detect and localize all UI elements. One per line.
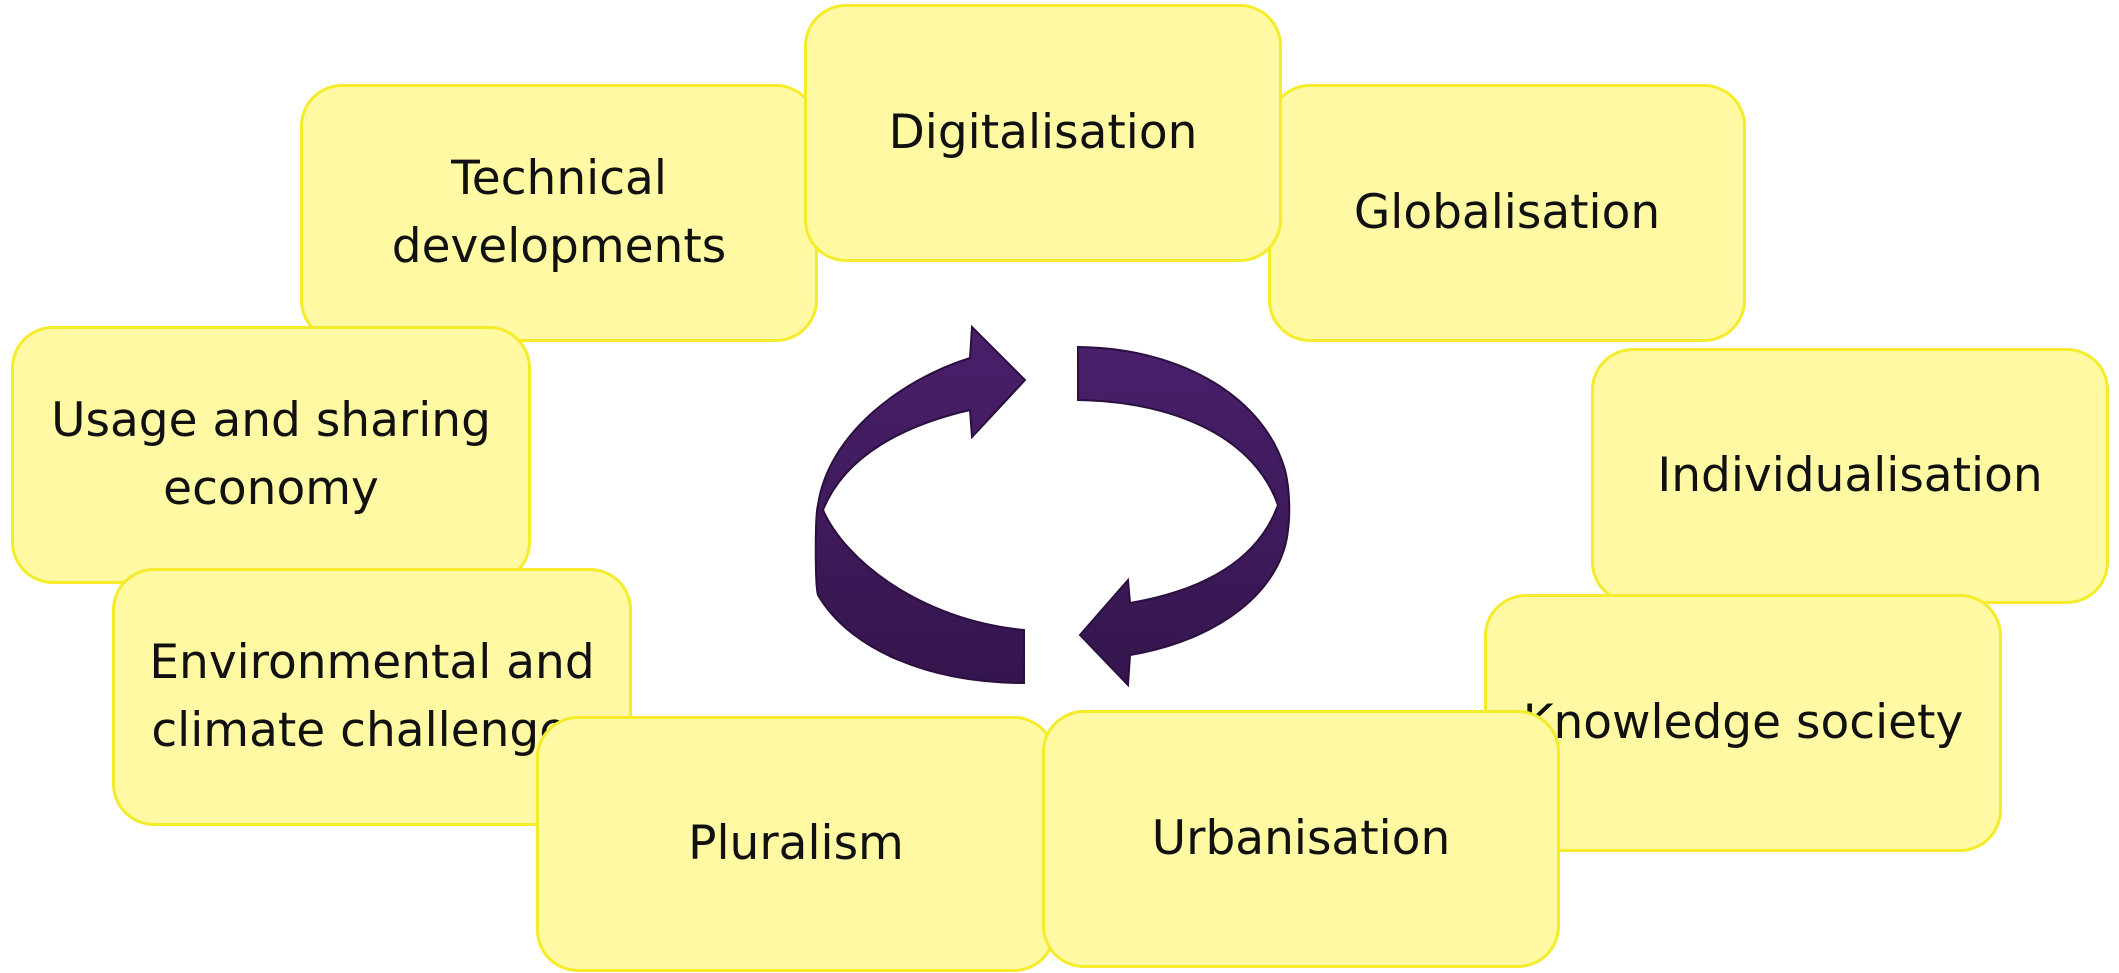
node-environmental-and-climate-challenges: Environmental and climate challenges [112,568,632,826]
circular-arrows-icon [814,324,1291,688]
node-technical-developments: Technical developments [300,84,818,342]
node-label: Technical developments [391,151,727,274]
node-usage-and-sharing-economy: Usage and sharing economy [11,326,531,584]
node-label: Knowledge society [1522,695,1964,750]
node-digitalisation: Digitalisation [804,4,1282,262]
node-label: Digitalisation [888,105,1198,160]
node-pluralism: Pluralism [536,716,1056,972]
node-knowledge-society: Knowledge society [1484,594,2002,852]
node-label: Pluralism [688,816,904,871]
node-label: Usage and sharing economy [51,393,491,516]
node-globalisation: Globalisation [1268,84,1746,342]
arrow-left-top [814,324,1027,685]
node-label: Individualisation [1657,448,2043,503]
node-urbanisation: Urbanisation [1042,710,1560,968]
arrow-right-bottom [1077,345,1291,688]
node-label: Urbanisation [1151,811,1451,866]
node-label: Environmental and climate challenges [149,635,595,758]
node-individualisation: Individualisation [1591,348,2109,604]
node-label: Globalisation [1353,185,1661,240]
